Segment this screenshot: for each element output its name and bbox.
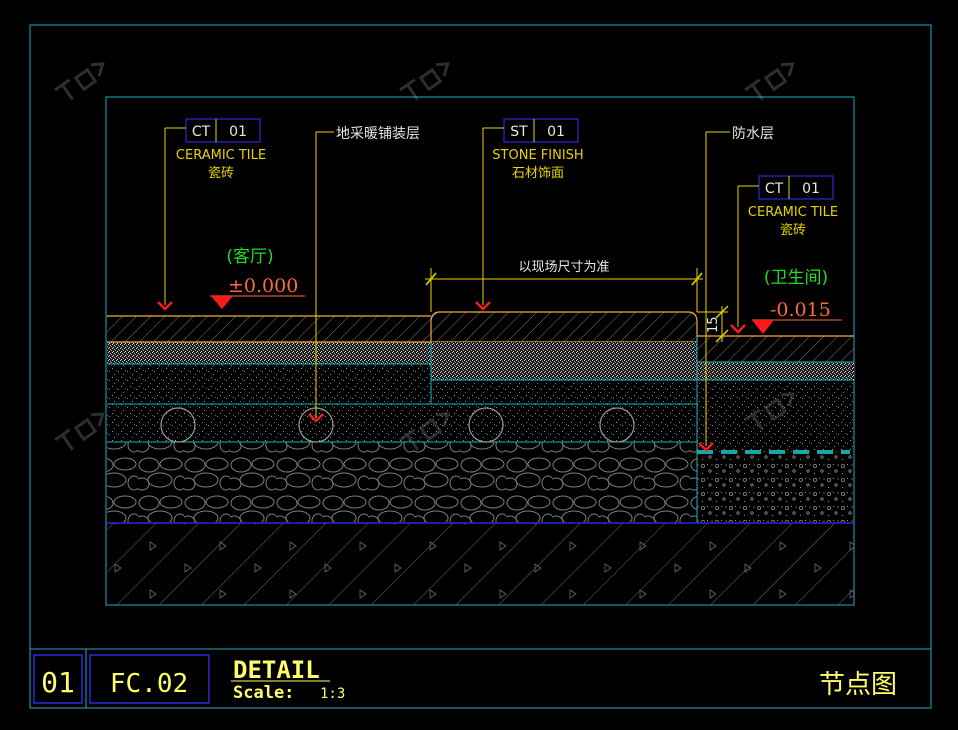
chevron-down-icon	[698, 442, 714, 452]
chevron-down-icon	[475, 301, 491, 311]
level-living: (客厅) ±0.000	[210, 247, 305, 309]
outer-frame	[29, 24, 932, 709]
title-detail: DETAIL	[233, 656, 320, 684]
screed-stone	[431, 380, 697, 404]
callout-code: CT	[765, 181, 784, 197]
tile-layer-left	[107, 316, 431, 342]
mortar-right	[697, 362, 854, 380]
triangle-down-icon	[752, 320, 774, 334]
callout-code: CT	[192, 124, 211, 140]
circle-icon	[468, 407, 504, 443]
title-scale-label: Scale:	[233, 683, 294, 703]
dimension-text: 15	[706, 316, 721, 333]
callout-num: 01	[802, 181, 820, 197]
callout-name-en: STONE FINISH	[492, 148, 583, 163]
level-bathroom: (卫生间) -0.015	[752, 268, 842, 334]
circle-icon	[160, 407, 196, 443]
room-name-living: (客厅)	[226, 247, 273, 267]
callout-num: 01	[229, 124, 247, 140]
callout-waterproof-label: 防水层	[732, 126, 774, 142]
dimension-stone-width: 以现场尺寸为准	[425, 260, 703, 312]
level-value-living: ±0.000	[228, 275, 298, 297]
gravel-right	[697, 454, 854, 522]
slab-aggregate	[107, 523, 854, 605]
stone-layer	[430, 311, 698, 343]
callout-left-tile: CT 01 CERAMIC TILE 瓷砖	[157, 118, 266, 311]
screed-left	[107, 364, 431, 404]
room-name-bathroom: (卫生间)	[764, 268, 828, 288]
title-number: 01	[41, 666, 75, 699]
level-value-bathroom: -0.015	[770, 299, 831, 321]
circle-icon	[599, 407, 635, 443]
callout-name-cn: 瓷砖	[208, 166, 234, 181]
callout-right-tile: CT 01 CERAMIC TILE 瓷砖	[730, 175, 838, 334]
callout-name-en: CERAMIC TILE	[176, 148, 266, 163]
title-name-cn: 节点图	[819, 670, 897, 700]
callout-stone: ST 01 STONE FINISH 石材饰面	[475, 118, 584, 311]
tile-layer-right	[697, 336, 854, 362]
gravel-fill	[107, 442, 697, 522]
chevron-down-icon	[157, 301, 173, 311]
dimension-step-height: 15	[697, 305, 729, 343]
callout-heating-label: 地采暖铺装层	[336, 126, 420, 142]
heating-layer	[107, 404, 697, 442]
callout-num: 01	[547, 124, 565, 140]
triangle-down-icon	[211, 296, 233, 309]
callout-heating: 地采暖铺装层	[308, 126, 420, 423]
title-sheet: FC.02	[110, 669, 188, 699]
callout-name-cn: 石材饰面	[512, 166, 564, 181]
chevron-down-icon	[308, 413, 324, 423]
title-block: 01 FC.02 DETAIL Scale: 1:3 节点图	[30, 648, 931, 708]
callout-code: ST	[510, 124, 528, 140]
floor-section	[107, 311, 854, 605]
dimension-text: 以现场尺寸为准	[518, 260, 609, 275]
mortar-left	[107, 342, 431, 364]
mortar-stone	[431, 342, 697, 380]
title-scale-value: 1:3	[320, 686, 345, 702]
screed-right	[697, 380, 854, 452]
callout-waterproof: 防水层	[698, 126, 774, 452]
callout-name-en: CERAMIC TILE	[748, 205, 838, 220]
chevron-down-icon	[730, 324, 746, 334]
callout-name-cn: 瓷砖	[780, 223, 806, 238]
